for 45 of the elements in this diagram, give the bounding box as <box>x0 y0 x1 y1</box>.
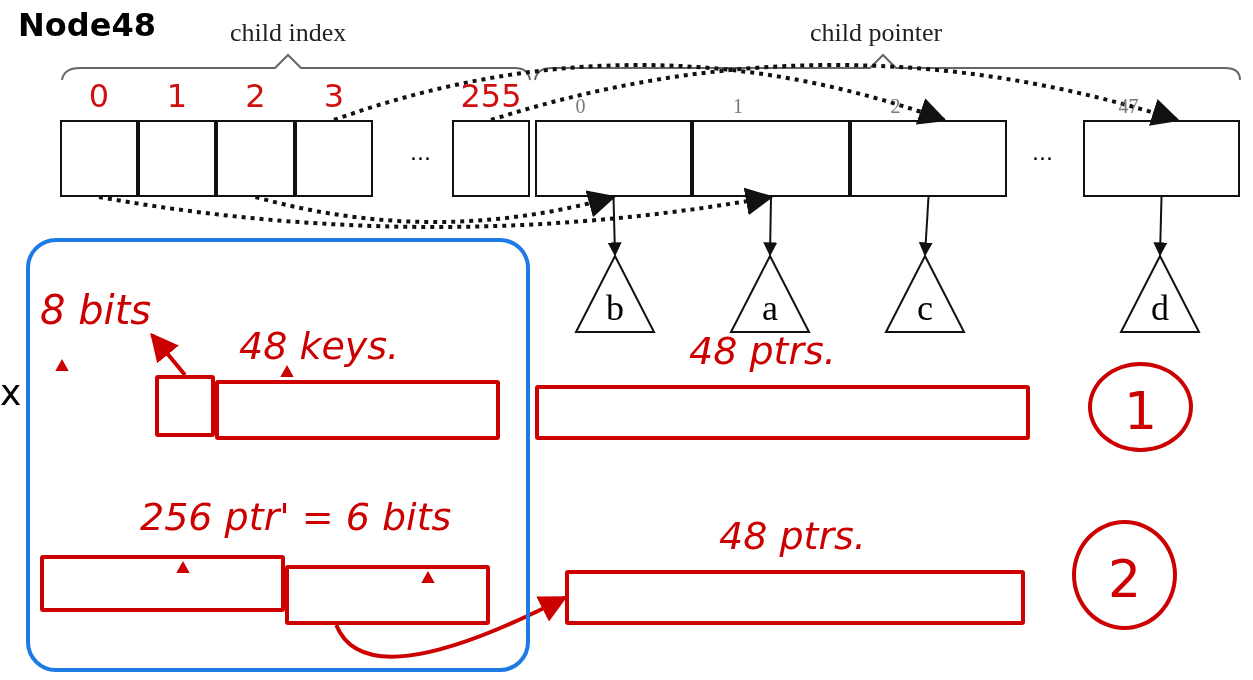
handwritten-mark: x <box>0 372 22 413</box>
ellipsis: ... <box>1032 140 1053 165</box>
subtree-triangle <box>885 255 965 333</box>
node-label: 2 <box>1106 549 1143 609</box>
subtree-triangle <box>575 255 655 333</box>
handwritten-note: 256 ptr' = 6 bits <box>140 495 452 539</box>
dotted-arrow <box>255 189 617 224</box>
handwritten-note: 48 ptrs. <box>719 513 866 560</box>
node-label: a <box>761 287 779 329</box>
bracket-label: child index <box>230 18 347 48</box>
index-number: 1 <box>732 94 744 118</box>
node-label: b <box>605 287 625 329</box>
dotted-arrow <box>490 63 1180 127</box>
index-number: 0 <box>87 76 111 116</box>
index-number: 1 <box>165 76 189 116</box>
index-number: 2 <box>889 94 902 118</box>
circled-number <box>1088 362 1193 452</box>
ellipsis: ... <box>410 140 431 165</box>
index-number: 3 <box>322 76 346 116</box>
node-label: c <box>916 287 934 329</box>
node-label: d <box>1150 287 1170 329</box>
sketch-box <box>155 375 215 437</box>
node-label: 8 bits <box>40 286 152 335</box>
dotted-arrow <box>333 63 947 126</box>
index-number: 255 <box>459 76 523 116</box>
highlight-outline <box>26 238 530 672</box>
node-label: 1 <box>1122 381 1159 441</box>
handwritten-note: 48 keys. <box>239 323 400 370</box>
sketch-box <box>285 565 490 625</box>
arrow <box>1153 196 1168 257</box>
bracket-label: child pointer <box>810 18 943 48</box>
index-number: 47 <box>1117 94 1140 118</box>
arrow <box>918 196 933 257</box>
index-number: 2 <box>244 76 267 116</box>
sketch-box <box>40 555 285 612</box>
arrow <box>763 196 778 257</box>
arrow <box>607 196 622 257</box>
subtree-triangle <box>1120 255 1200 333</box>
diagram-title: Node48 <box>18 6 156 44</box>
arrow <box>150 332 187 377</box>
arrow <box>334 595 568 659</box>
circled-number <box>1072 520 1177 630</box>
index-number: 0 <box>574 94 587 118</box>
subtree-triangle <box>730 255 810 333</box>
handwritten-note: 48 ptrs. <box>689 328 836 375</box>
